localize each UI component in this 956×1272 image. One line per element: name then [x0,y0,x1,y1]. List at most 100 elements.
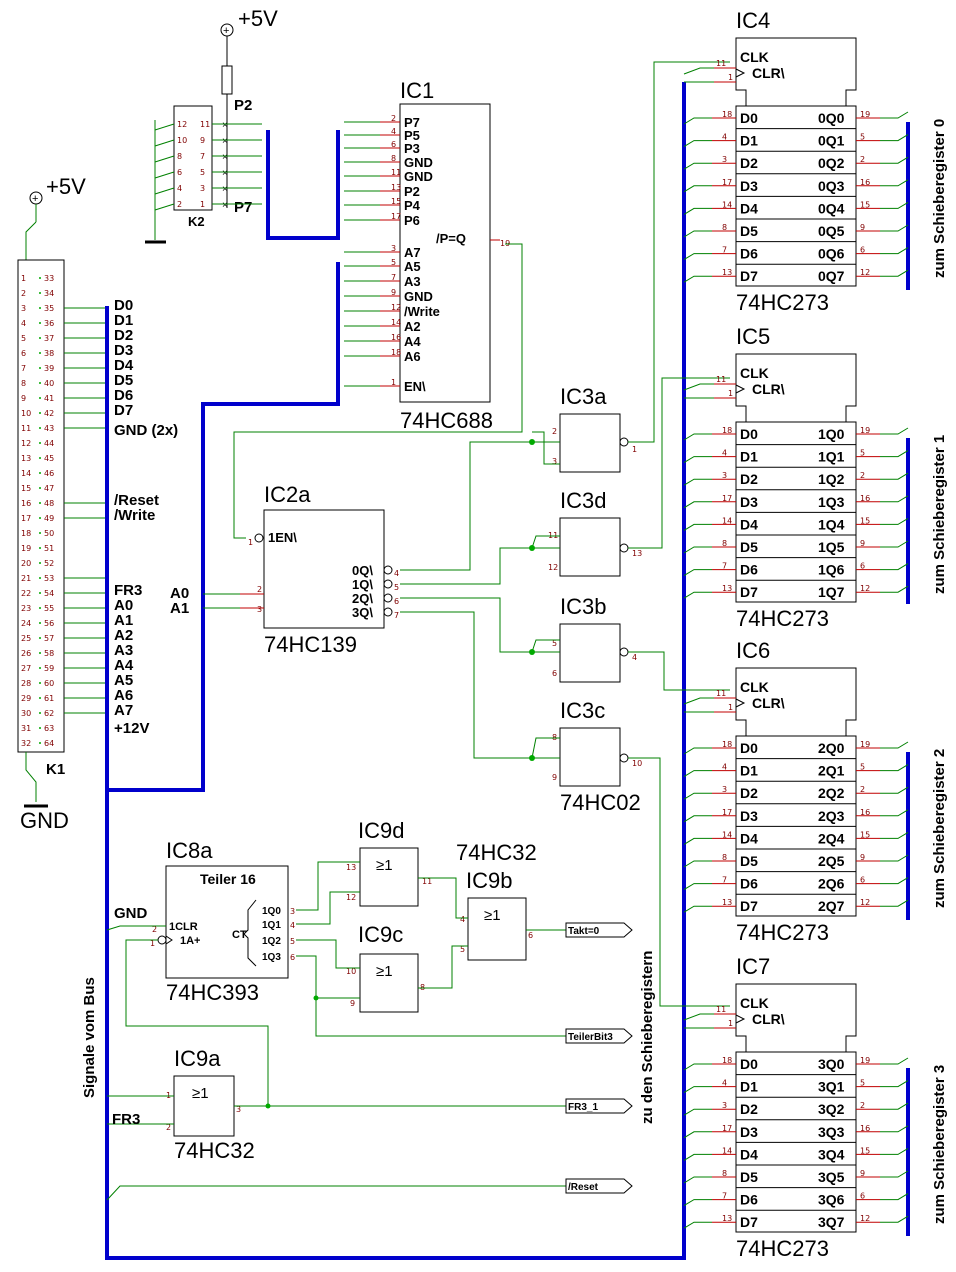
k1-pin-right: 47 [44,484,54,493]
latch-q-label: 1Q3 [818,494,845,510]
latch-d-wire [683,523,712,531]
latch-q-label: 2Q1 [818,763,845,779]
ic1-pin-number: 15 [391,197,401,206]
latch-target: zum Schieberegister 0 [931,119,948,278]
latch-d-pin: 7 [722,876,727,885]
latch-d-label: D7 [740,898,758,914]
ic1-pin-number: 4 [391,127,396,136]
bus-write: /Write [114,507,155,524]
k1-pin-left: 29 [21,694,31,703]
ic9d-out: 11 [422,877,432,886]
k1-pin-dot [39,532,41,534]
latch-d-wire [683,1153,712,1161]
latch-d-wire [683,591,712,599]
bus-d0: D0 [114,297,133,314]
latch-d-pin: 3 [722,785,727,794]
ic8-clk-bubble [157,935,167,945]
latch-d-pin: 13 [722,898,732,907]
latch-clk-triangle [735,384,746,394]
k2-pin-right: 9 [200,136,205,145]
latch-d-wire [683,792,712,800]
ic9-group: IC9d ≥1 13 12 11 IC9c ≥1 10 9 8 74HC32 I… [106,818,566,1201]
k1-pin-left: 13 [21,454,31,463]
latch-q-pin: 15 [860,1146,870,1155]
k1-pin-left: 21 [21,574,31,583]
ic3c-body [559,727,621,787]
latch-q-pin: 12 [860,1214,870,1223]
latch-type: 74HC273 [736,1236,829,1261]
k1-pin-right: 38 [44,349,54,358]
latch-q-pin: 6 [860,562,865,571]
wire-ic3b-in [531,639,560,653]
flag-reset [565,1178,633,1194]
side-label-shift: zu den Schieberegistern [639,951,656,1124]
latch-d-pin: 14 [722,516,732,525]
k1-pin-dot [39,607,41,609]
latch-target: zum Schieberegister 3 [931,1065,948,1224]
latch-q-pin: 19 [860,740,870,749]
latch-d-wire [683,478,712,486]
ic8-group: IC8a Teiler 16 1CLR 1A+ CT 1Q0 1Q1 1Q2 1… [106,838,295,1106]
k1-pin-dot [39,427,41,429]
k1-pin-left: 22 [21,589,31,598]
ic2-out-label: 0Q\ [352,563,373,578]
ic1-to-ic2-en-wire [233,243,523,539]
latch-q-wire [880,224,909,232]
ic3-group: IC3a 2 3 1 IC3d 11 12 13 IC3b 5 6 4 IC3c… [400,61,730,1007]
k1-pin-left: 15 [21,484,31,493]
ic9b-in2: 5 [460,945,465,954]
ic8-out2: 1Q2 [262,936,281,947]
pullup-resistor [221,65,233,95]
ic2-out-bubble [383,579,393,589]
ic1-pin-label: P6 [404,213,420,228]
latch-d-label: D7 [740,268,758,284]
ic8-name: IC8a [166,838,213,863]
latch-q-wire [880,247,909,255]
latch-q-wire [880,1057,909,1065]
k1-pin-left: 25 [21,634,31,643]
latch-clk-label: CLK [740,995,769,1011]
latch-type: 74HC273 [736,290,829,315]
k1-pin-left: 26 [21,649,31,658]
latch-q-pin: 5 [860,763,865,772]
ic9b-name: IC9b [466,868,512,893]
wire-ic3a-in2 [532,431,560,465]
latch-d-label: D7 [740,584,758,600]
junction-ic3d [529,545,535,551]
ic2-group: IC2a 1EN\ 1 0Q\41Q\52Q\63Q\7 2 3 A0 A1 7… [170,243,523,657]
latch-q-pin: 19 [860,110,870,119]
ic1-pin-label: A5 [404,259,421,274]
wire-3q-ic3c [400,611,560,759]
latch-q-pin: 19 [860,1056,870,1065]
k1-pin-right: 58 [44,649,54,658]
bus-labels: D0 D1 D2 D3 D4 D5 D6 D7 GND (2x) /Reset … [114,297,178,737]
flag-teilerbit3 [565,1028,633,1044]
ic1-pin-label: GND [404,155,433,170]
ic2-out-bubble [383,607,393,617]
latch-q-pin: 12 [860,898,870,907]
k1-pin-right: 42 [44,409,54,418]
ic8-out-pin3: 6 [290,953,295,962]
gnd-label: GND [20,808,69,833]
bus-d4: D4 [114,357,134,374]
ic9c-in2: 9 [350,999,355,1008]
ic1-pin-number: 8 [391,154,396,163]
ic8-out1: 1Q1 [262,920,281,931]
wire-1q3-ic9c [296,955,360,999]
k1-pin-dot [39,487,41,489]
ic1-name: IC1 [400,78,434,103]
latch-q-pin: 12 [860,584,870,593]
k1-pin-right: 44 [44,439,54,448]
latch-d-wire [683,1221,712,1229]
k1-pin-left: 4 [21,319,26,328]
flag-teilerbit3-text: TeilerBit3 [568,1032,613,1043]
flag-fr3-1 [565,1098,633,1114]
latch-q-pin: 16 [860,1124,870,1133]
k1-pin-dot [39,292,41,294]
latch-q-wire [880,1215,909,1223]
vcc-symbol-k1-plus: + [32,193,38,205]
latch-clk-pin: 11 [716,689,726,698]
latch-q-pin: 16 [860,808,870,817]
k1-pin-dot [39,742,41,744]
